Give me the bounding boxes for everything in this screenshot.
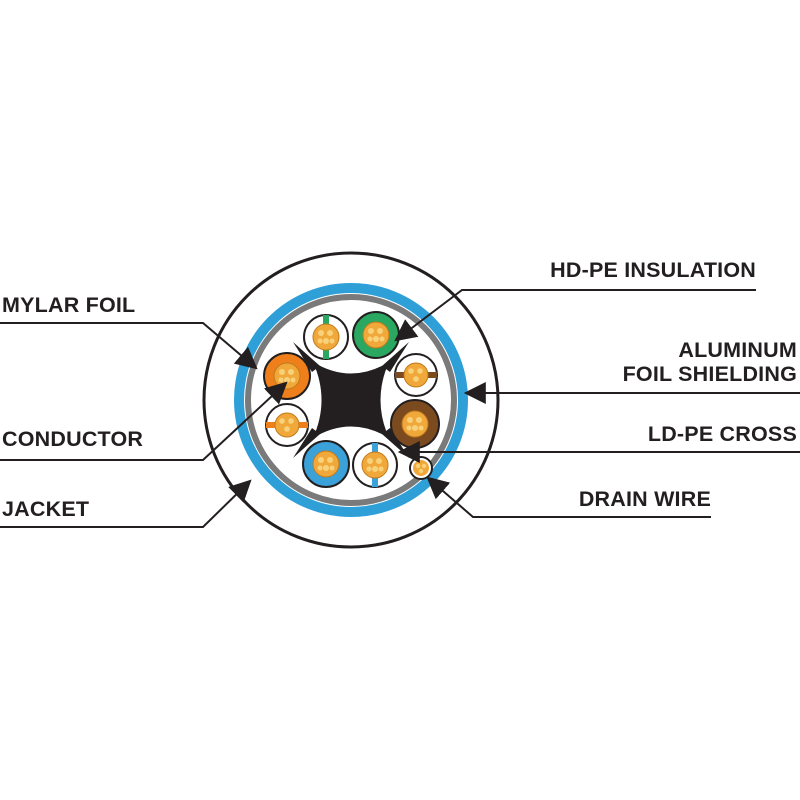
jacket-leader xyxy=(0,479,252,528)
wire-white-green-stripe xyxy=(303,314,349,360)
conductor-leader xyxy=(0,381,288,461)
wire-white-orange-stripe xyxy=(265,403,309,447)
label-mylar-foil: MYLAR FOIL xyxy=(2,293,135,317)
drain-wire xyxy=(409,456,433,480)
wire-green xyxy=(352,311,400,359)
wire-white-brown-stripe xyxy=(394,353,438,397)
hdpe-insulation-leader xyxy=(394,289,756,342)
label-hdpe-insulation: HD-PE INSULATION xyxy=(550,258,756,282)
label-jacket: JACKET xyxy=(2,497,89,521)
label-conductor: CONDUCTOR xyxy=(2,427,143,451)
label-drain-wire: DRAIN WIRE xyxy=(579,487,711,511)
label-ldpe-cross: LD-PE CROSS xyxy=(648,422,797,446)
wire-white-blue-stripe xyxy=(352,442,398,488)
mylar-foil-leader xyxy=(0,322,258,370)
label-aluminum-line2: FOIL SHIELDING xyxy=(623,362,797,386)
labels: MYLAR FOIL CONDUCTOR JACKET HD-PE INSULA… xyxy=(2,258,797,521)
label-aluminum-line1: ALUMINUM xyxy=(678,338,797,362)
wire-brown xyxy=(390,399,440,449)
leader-lines xyxy=(0,289,800,528)
ldpe-cross-separator xyxy=(293,342,409,458)
drain-wire-leader xyxy=(426,476,711,518)
wire-blue xyxy=(302,440,350,488)
wire-orange xyxy=(263,352,311,400)
